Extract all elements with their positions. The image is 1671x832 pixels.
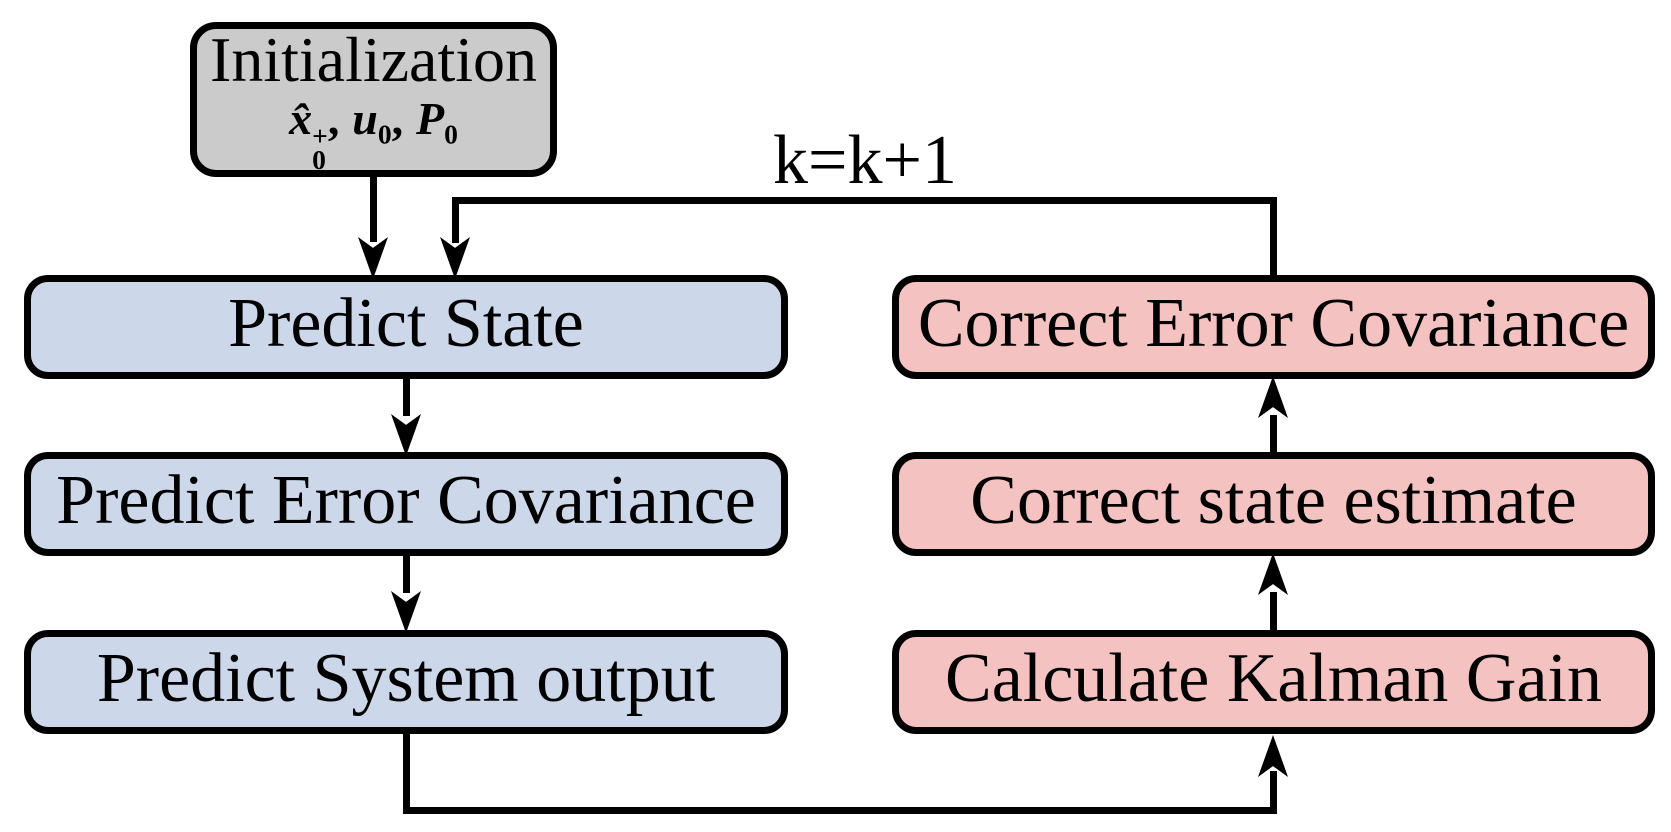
arrowhead-down-icon	[358, 237, 388, 279]
feedback-horizontal	[451, 196, 1277, 204]
feedback-right-vertical	[1269, 196, 1277, 279]
arrowhead-up-icon	[1258, 553, 1288, 595]
bottom-right-vertical	[1269, 771, 1277, 814]
predict-state-box: Predict State	[24, 275, 788, 379]
correct-state-estimate-label: Correct state estimate	[970, 462, 1577, 539]
initialization-box: Initialization x̂+0,u0,P0	[190, 22, 557, 177]
calculate-kalman-gain-box: Calculate Kalman Gain	[892, 630, 1655, 734]
math-P: P	[415, 92, 445, 144]
arrowhead-down-icon	[391, 591, 421, 633]
math-P-sub: 0	[444, 118, 458, 150]
initialization-math: x̂+0,u0,P0	[289, 92, 458, 175]
arrowhead-up-icon	[1258, 376, 1288, 418]
predict-state-label: Predict State	[228, 285, 584, 362]
math-x-subsup: +0	[312, 120, 328, 175]
feedback-left-vertical	[451, 196, 459, 243]
correct-error-covariance-box: Correct Error Covariance	[892, 275, 1655, 379]
bottom-left-vertical	[402, 733, 410, 814]
connector-predict-state-to-predict-error-covariance	[402, 379, 410, 416]
predict-system-output-box: Predict System output	[24, 630, 788, 734]
calculate-kalman-gain-label: Calculate Kalman Gain	[945, 640, 1602, 717]
initialization-title: Initialization	[210, 23, 537, 95]
math-x-hat: x̂	[289, 92, 313, 144]
correct-error-covariance-label: Correct Error Covariance	[917, 285, 1630, 362]
arrowhead-down-icon	[391, 414, 421, 456]
predict-error-covariance-label: Predict Error Covariance	[56, 462, 756, 539]
connector-correct-state-estimate-to-correct-error-covariance	[1269, 415, 1277, 455]
math-separator: ,	[391, 92, 404, 144]
connector-init-to-predict-state	[369, 177, 377, 242]
math-separator: ,	[327, 92, 340, 144]
math-u: u	[352, 92, 378, 144]
predict-system-output-label: Predict System output	[96, 640, 716, 717]
arrowhead-down-icon	[440, 237, 470, 279]
loop-counter-label: k=k+1	[773, 122, 957, 199]
math-u-sub: 0	[377, 118, 392, 150]
bottom-horizontal	[402, 806, 1277, 814]
correct-state-estimate-box: Correct state estimate	[892, 452, 1655, 556]
connector-kalman-gain-to-correct-state-estimate	[1269, 592, 1277, 632]
predict-error-covariance-box: Predict Error Covariance	[24, 452, 788, 556]
connector-predict-error-covariance-to-predict-system-output	[402, 556, 410, 593]
